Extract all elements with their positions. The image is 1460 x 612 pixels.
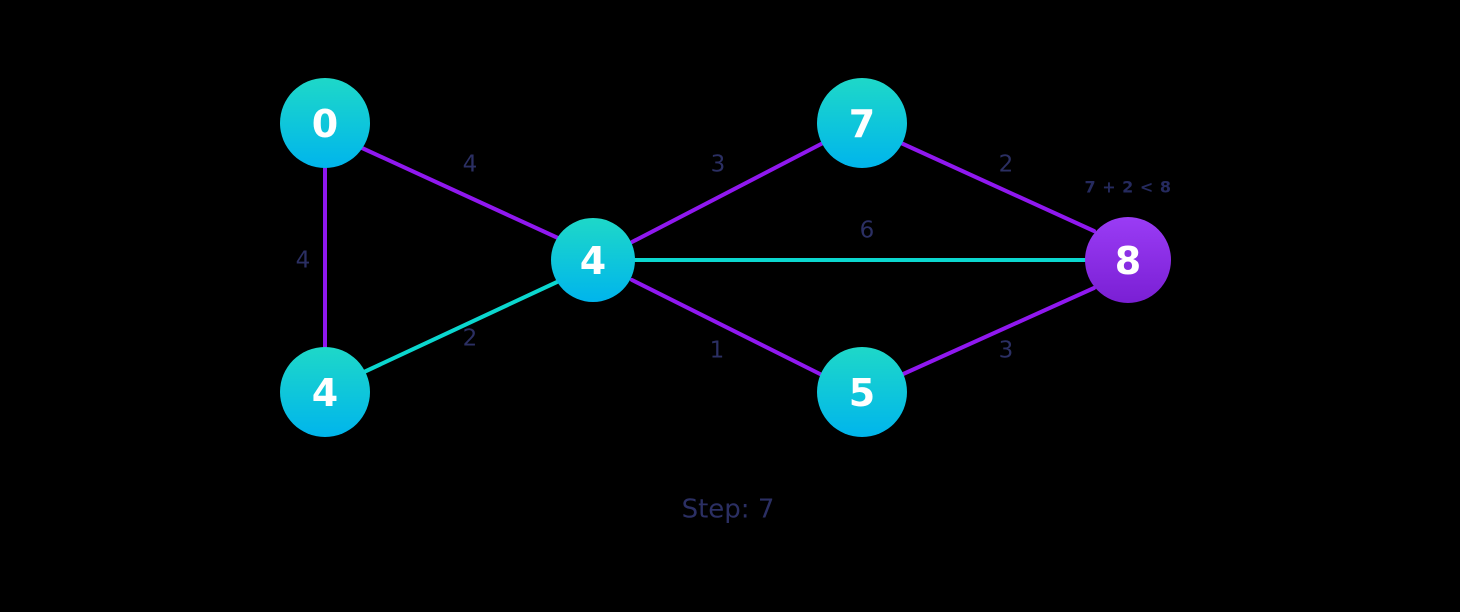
graph-node-5-label: 5 [849, 371, 875, 415]
graph-node-4-center[interactable]: 4 [551, 218, 635, 302]
relaxation-annotation: 7 + 2 < 8 [1085, 178, 1172, 197]
edge-7-8[interactable] [899, 141, 1096, 233]
graph-node-0-label: 0 [312, 102, 338, 146]
graph-node-7[interactable]: 7 [817, 78, 907, 168]
edge-weight-4center-5: 1 [710, 338, 725, 364]
edge-4center-7[interactable] [630, 141, 825, 244]
annotations-layer: 7 + 2 < 8 [1085, 178, 1172, 197]
edge-4center-5[interactable] [630, 278, 824, 377]
edge-weight-4left-4center: 2 [463, 326, 478, 352]
graph-node-5[interactable]: 5 [817, 347, 907, 437]
step-counter-label: Step: 7 [682, 495, 775, 525]
graph-node-7-label: 7 [849, 102, 875, 146]
edge-0-4center[interactable] [360, 146, 560, 240]
graph-node-8-label: 8 [1115, 239, 1141, 283]
edge-weight-4center-8: 6 [860, 218, 875, 244]
edge-weight-7-8: 2 [999, 152, 1014, 178]
edge-weight-0-4center: 4 [463, 152, 478, 178]
nodes-layer: 0 4 4 7 5 8 [280, 78, 1171, 437]
graph-node-0[interactable]: 0 [280, 78, 370, 168]
edge-weight-4center-7: 3 [711, 152, 726, 178]
edge-weight-5-8: 3 [999, 338, 1014, 364]
graph-node-8[interactable]: 8 [1085, 217, 1171, 303]
edge-weight-0-4left: 4 [296, 248, 311, 274]
edge-4left-4center[interactable] [362, 280, 559, 374]
graph-node-4-center-label: 4 [580, 239, 606, 283]
edge-5-8[interactable] [899, 286, 1096, 377]
edges-layer [323, 141, 1096, 377]
graph-node-4-left[interactable]: 4 [280, 347, 370, 437]
status-layer: Step: 7 [682, 495, 775, 525]
edge-weights-layer: 4 4 2 3 6 1 2 3 [296, 152, 1014, 364]
graph-node-4-left-label: 4 [312, 371, 338, 415]
